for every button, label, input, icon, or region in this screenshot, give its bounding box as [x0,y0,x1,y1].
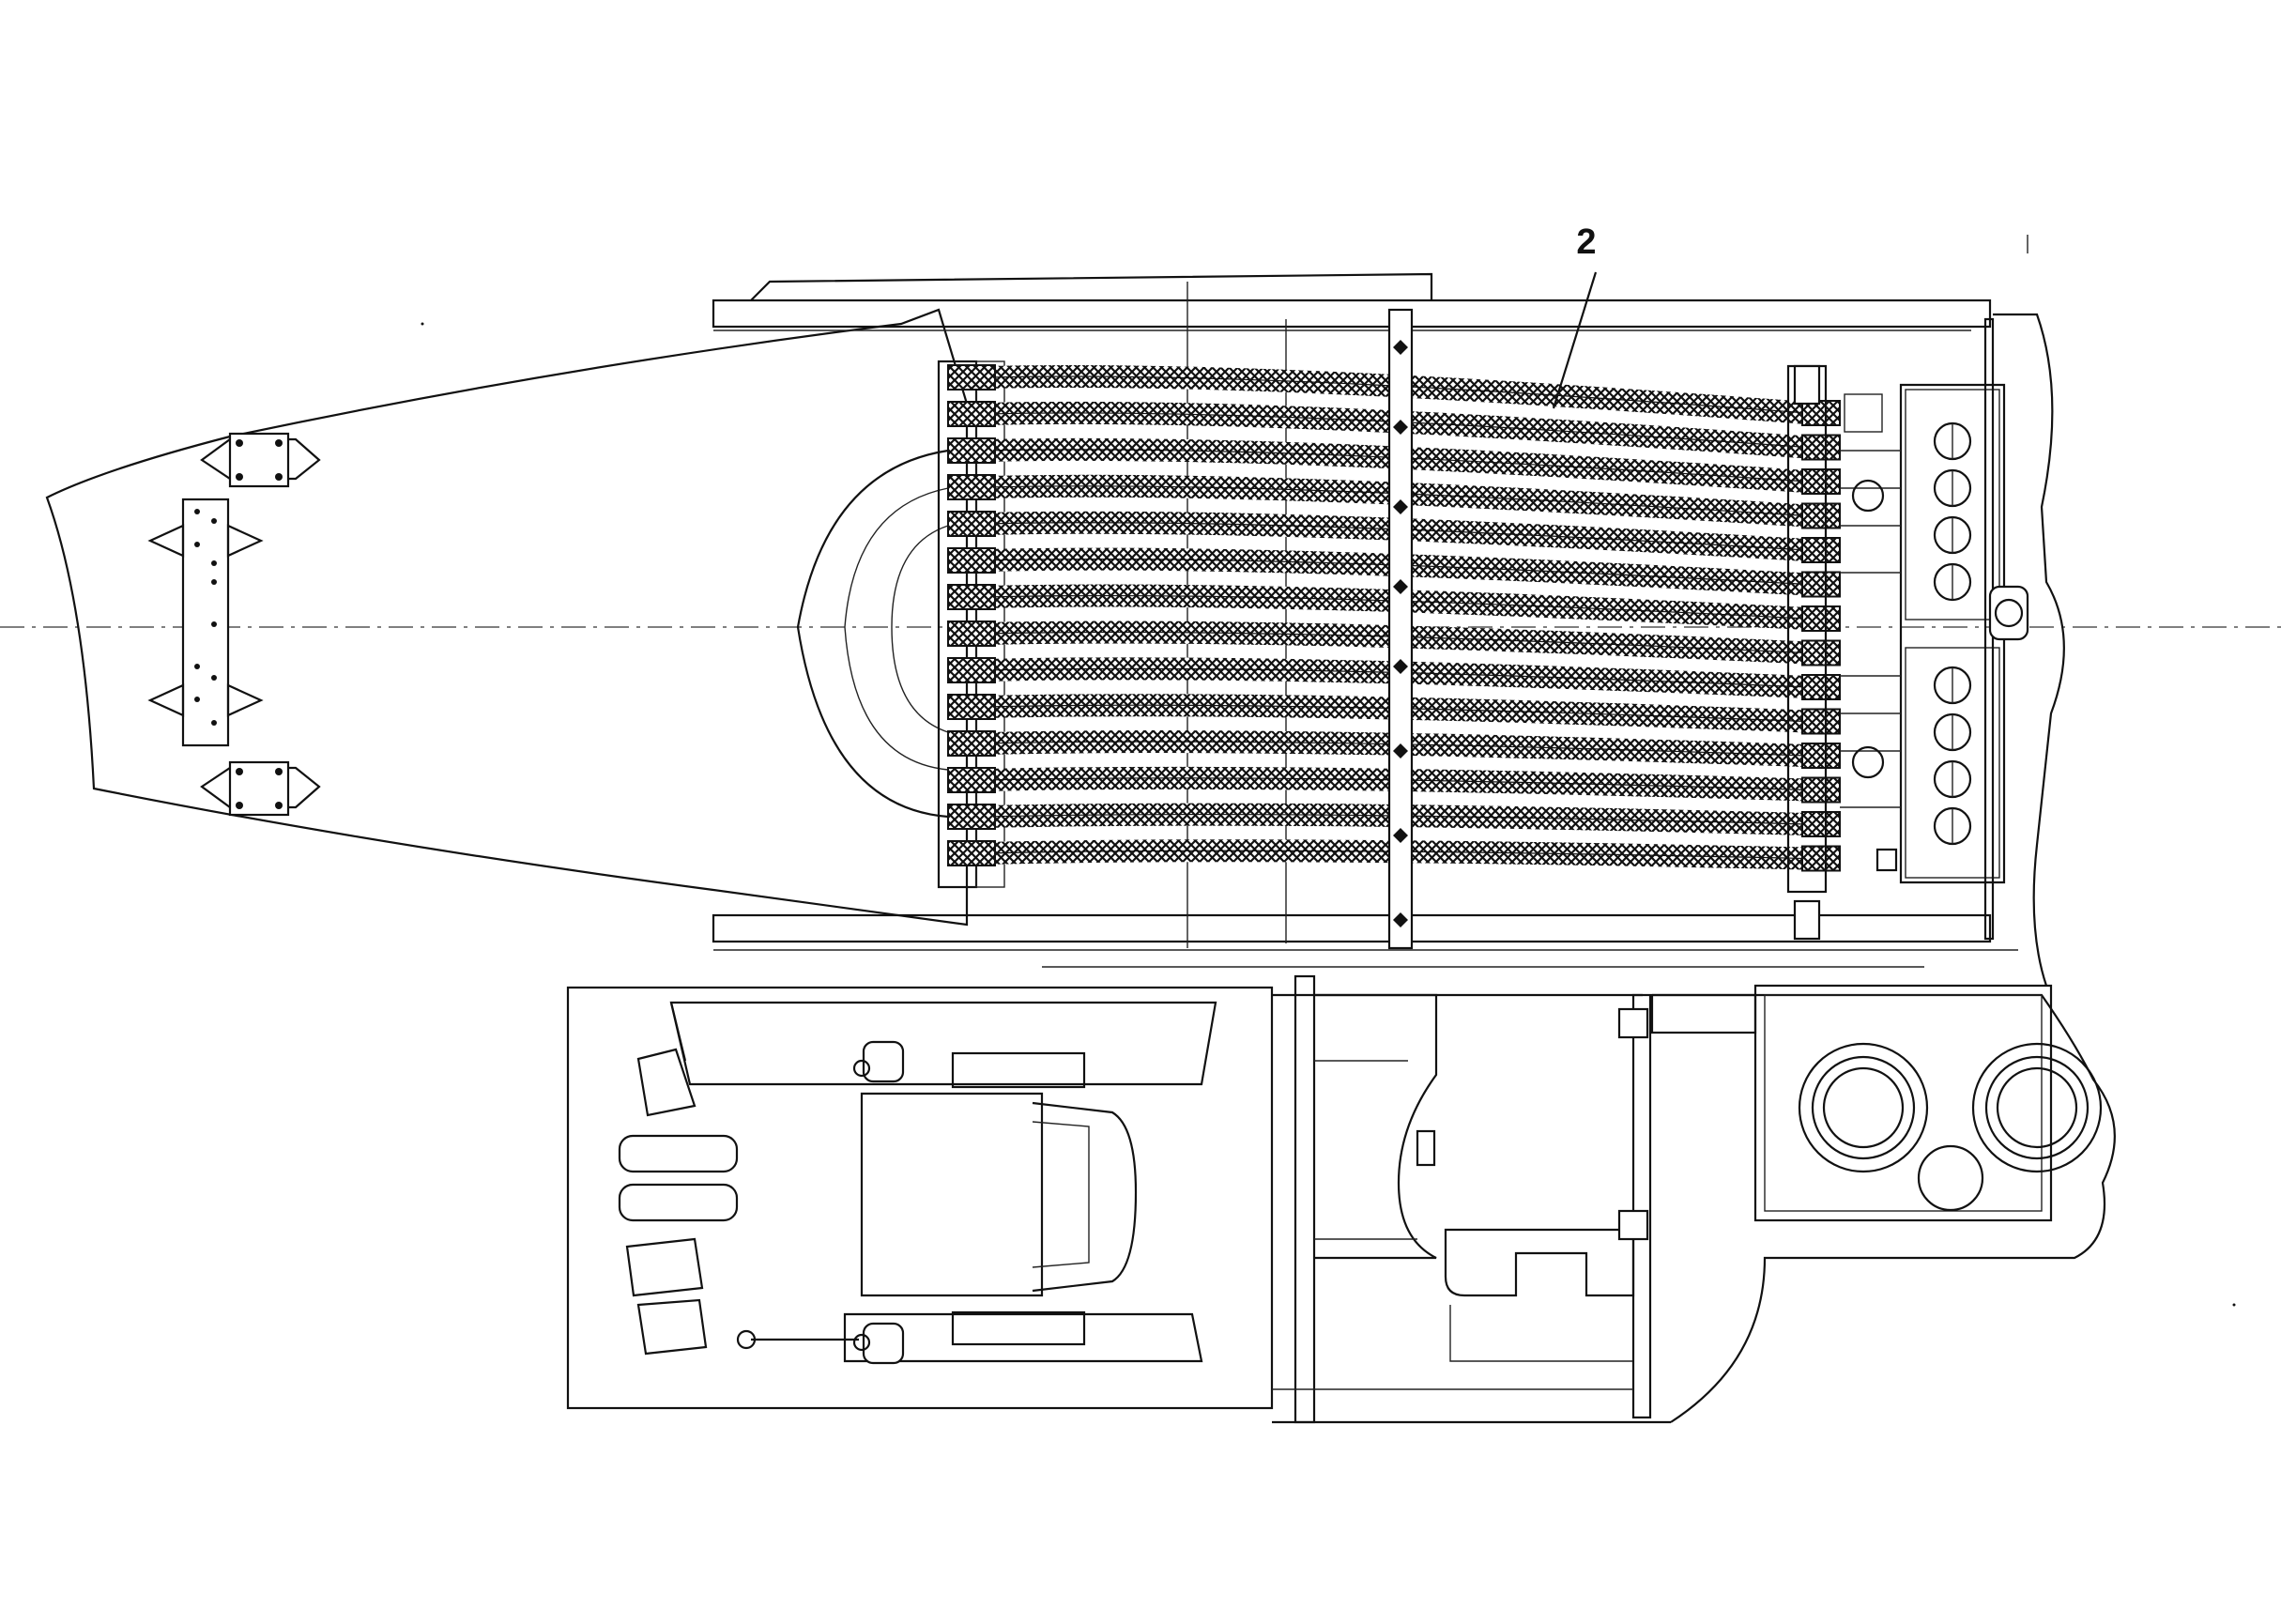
bottom-rail [712,913,1992,943]
clamp-bolt [1393,659,1408,674]
hose-fitting-right [1801,537,1841,563]
boom-outline [45,308,969,927]
hose-fitting-left [947,730,996,757]
hose-centerline [985,522,1808,551]
callout-2: 2 [1552,222,1598,409]
hose-fitting-left [947,620,996,647]
hose-fitting-right [1801,605,1841,632]
hose-fitting-right [1801,845,1841,872]
hose-fitting-right [1801,434,1841,461]
hose-fitting-right [1801,811,1841,837]
hose-fitting-right [1801,639,1841,666]
hose-fitting-right [1801,674,1841,700]
hose-fitting-right [1801,776,1841,804]
hose-fitting-right [1801,571,1841,598]
lower-structure [1272,974,1757,1424]
clamp-bolt [1393,828,1408,843]
hose-fitting-right [1801,468,1841,495]
valve-block [1840,313,2065,987]
hose-centerline [985,375,1808,414]
hose-centerline [985,412,1808,449]
hose-fitting-left [947,511,996,537]
clamp-bolt [1393,579,1408,594]
hose-centerline [985,559,1808,586]
hose-centerline [985,667,1808,688]
mount-plate-bottom [200,760,321,817]
hose-fitting-left [947,584,996,610]
hose-centerline [985,704,1808,723]
hose-centerline [985,813,1808,825]
hose-centerline [985,449,1808,483]
callout-label: 2 [1576,222,1596,262]
clamp-bolt [1393,420,1408,435]
mount-strip-vertical [147,498,264,747]
hose-fitting-right [1801,743,1841,769]
hose-fitting-left [947,767,996,793]
hose-fitting-left [947,694,996,720]
hose-centerline [985,777,1808,791]
mount-plate-top [200,432,321,488]
hose-fitting-right [1801,502,1841,529]
clamp-bar-bolts [1393,340,1408,927]
hose-centerline [985,631,1808,654]
top-rail-bracket [750,272,1433,301]
hose-fitting-left [947,657,996,683]
top-rail [712,299,1992,329]
rear-counterweight [1652,984,2116,1423]
clamp-bolt [1393,499,1408,514]
hose-centerline [985,850,1808,860]
clamp-bolt [1393,340,1408,355]
clamp-bolt [1393,743,1408,758]
hose-fitting-right [1801,708,1841,735]
centre-clamp-bar [1387,308,1414,950]
clamp-bolt [1393,912,1408,927]
operator-cab [566,986,1274,1410]
hose-bundle [947,364,1841,872]
hose-centerline [985,741,1808,757]
hose-centerline [985,485,1808,517]
hose-fitting-left [947,401,996,427]
pivot-arc [796,449,949,819]
hose-fitting-left [947,364,996,391]
hose-fitting-left [947,437,996,464]
hose-fitting-left [947,804,996,830]
hose-fitting-left [947,474,996,500]
hose-fitting-left [947,547,996,574]
hose-fitting-left [947,840,996,866]
hose-fitting-right [1801,400,1841,426]
hose-centerline [985,594,1808,620]
